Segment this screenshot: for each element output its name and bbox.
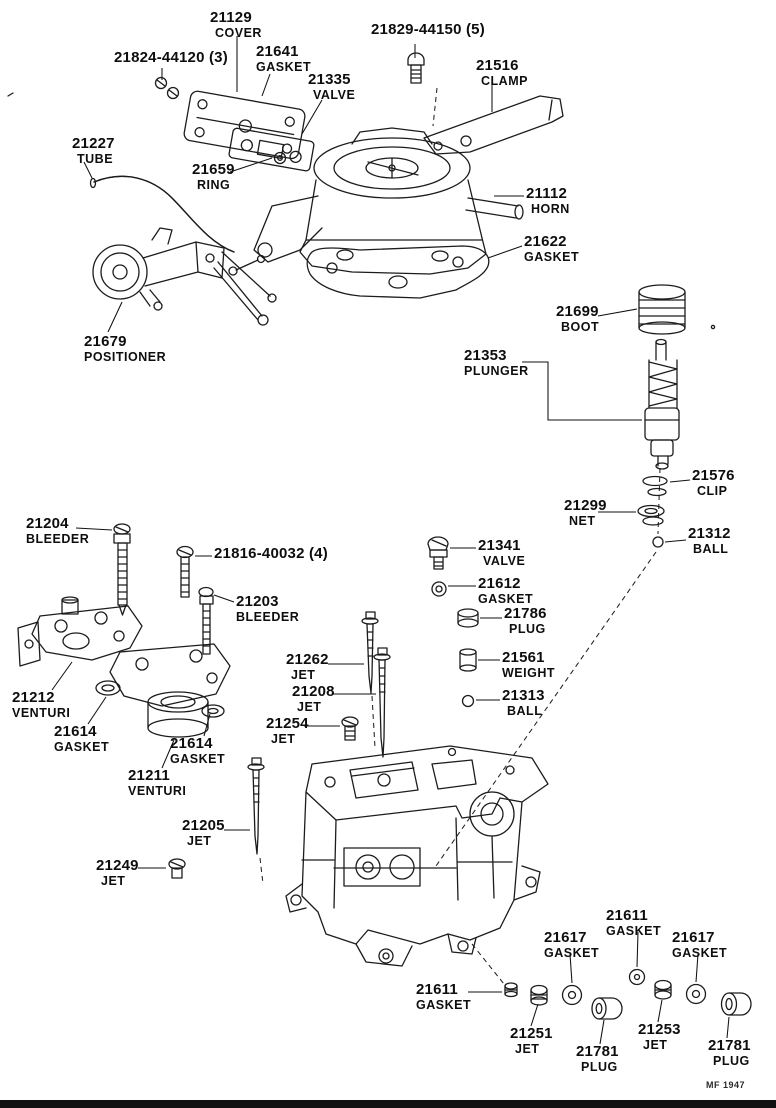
bottom-parts-row [504,968,752,1020]
ring-21659 [273,151,287,165]
jet-21253 [654,979,672,1000]
bleeder-21203 [198,586,214,655]
positioner-21679 [92,227,277,326]
venturi-21211 [109,643,231,738]
tube-21227 [89,175,235,253]
scan-specks [7,92,716,330]
ball-21313 [461,694,475,708]
screws-21824 [154,76,180,100]
ball-21312 [652,536,664,548]
main-body [285,745,549,967]
gasket-21614-right [201,704,225,718]
clamp-21516 [423,95,564,155]
clip-21576 [642,475,668,497]
gasket-21617-left [561,984,583,1006]
venturi-21212 [17,596,143,667]
gasket-21622 [306,245,490,299]
jet-21249 [168,858,186,879]
bolt-21829 [407,52,425,84]
valve-21341 [427,536,449,570]
leader-lines [51,36,730,1045]
gasket-21612 [431,581,447,597]
cover-21129 [183,90,306,160]
gasket-21611-lower [504,982,518,998]
gasket-21617-right [685,983,707,1005]
plug-21781-right [720,992,752,1016]
jet-21262 [361,611,379,694]
plunger-21353 [644,338,680,470]
weight-21561 [459,648,477,672]
net-21299 [637,504,665,526]
boot-21699 [638,284,686,335]
plug-21781-left [591,997,623,1020]
jet-21208 [373,647,391,758]
jet-21251 [530,984,548,1006]
jet-21205 [247,757,265,855]
air-horn-21112 [228,127,524,276]
bleeder-21204 [113,523,131,616]
assembly-dash-lines [259,87,661,985]
jet-21254 [341,716,359,741]
plug-21786 [457,608,479,628]
screw-21816 [176,545,194,598]
valve-plate-21335 [228,127,315,172]
gasket-21611-upper [628,968,646,986]
scan-edge-bar [0,1100,776,1108]
plate-code: MF 1947 [706,1080,746,1090]
